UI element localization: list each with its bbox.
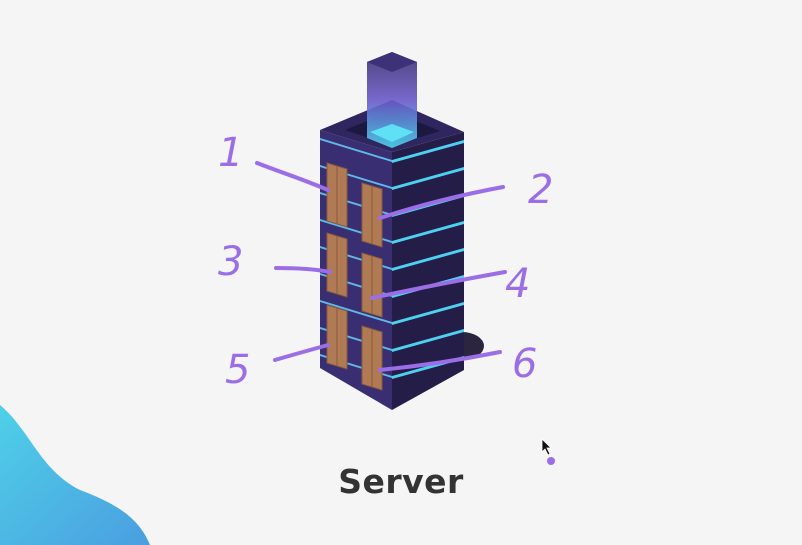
annotation-4: 4	[505, 261, 530, 307]
glow-strip	[392, 140, 464, 163]
annotation-3: 3	[218, 239, 243, 285]
annotation-lines	[255, 161, 507, 372]
pointer-line-6	[378, 350, 502, 372]
caption-title: Server	[338, 462, 464, 501]
glow-strip-left	[320, 138, 392, 162]
annotation-6: 6	[512, 341, 537, 387]
mouse-cursor-icon	[541, 438, 552, 456]
glow-strip	[392, 221, 464, 244]
glow-strip-left	[320, 300, 392, 324]
glow-strip	[392, 167, 464, 190]
glow-strip	[392, 248, 464, 271]
pointer-line-4	[370, 270, 507, 300]
pointer-line-5	[273, 343, 330, 362]
pointer-line-3	[274, 266, 332, 274]
pointer-line-2	[378, 185, 505, 220]
light-beam	[367, 52, 417, 148]
annotation-2: 2	[528, 167, 553, 213]
glow-strip	[392, 302, 464, 325]
decorative-blob	[0, 405, 150, 545]
annotation-1: 1	[218, 130, 243, 176]
glow-strip	[392, 329, 464, 352]
pointer-line-1	[255, 161, 330, 192]
server-tower	[320, 52, 484, 410]
annotation-5: 5	[225, 347, 250, 393]
pointer-dot	[547, 457, 555, 465]
